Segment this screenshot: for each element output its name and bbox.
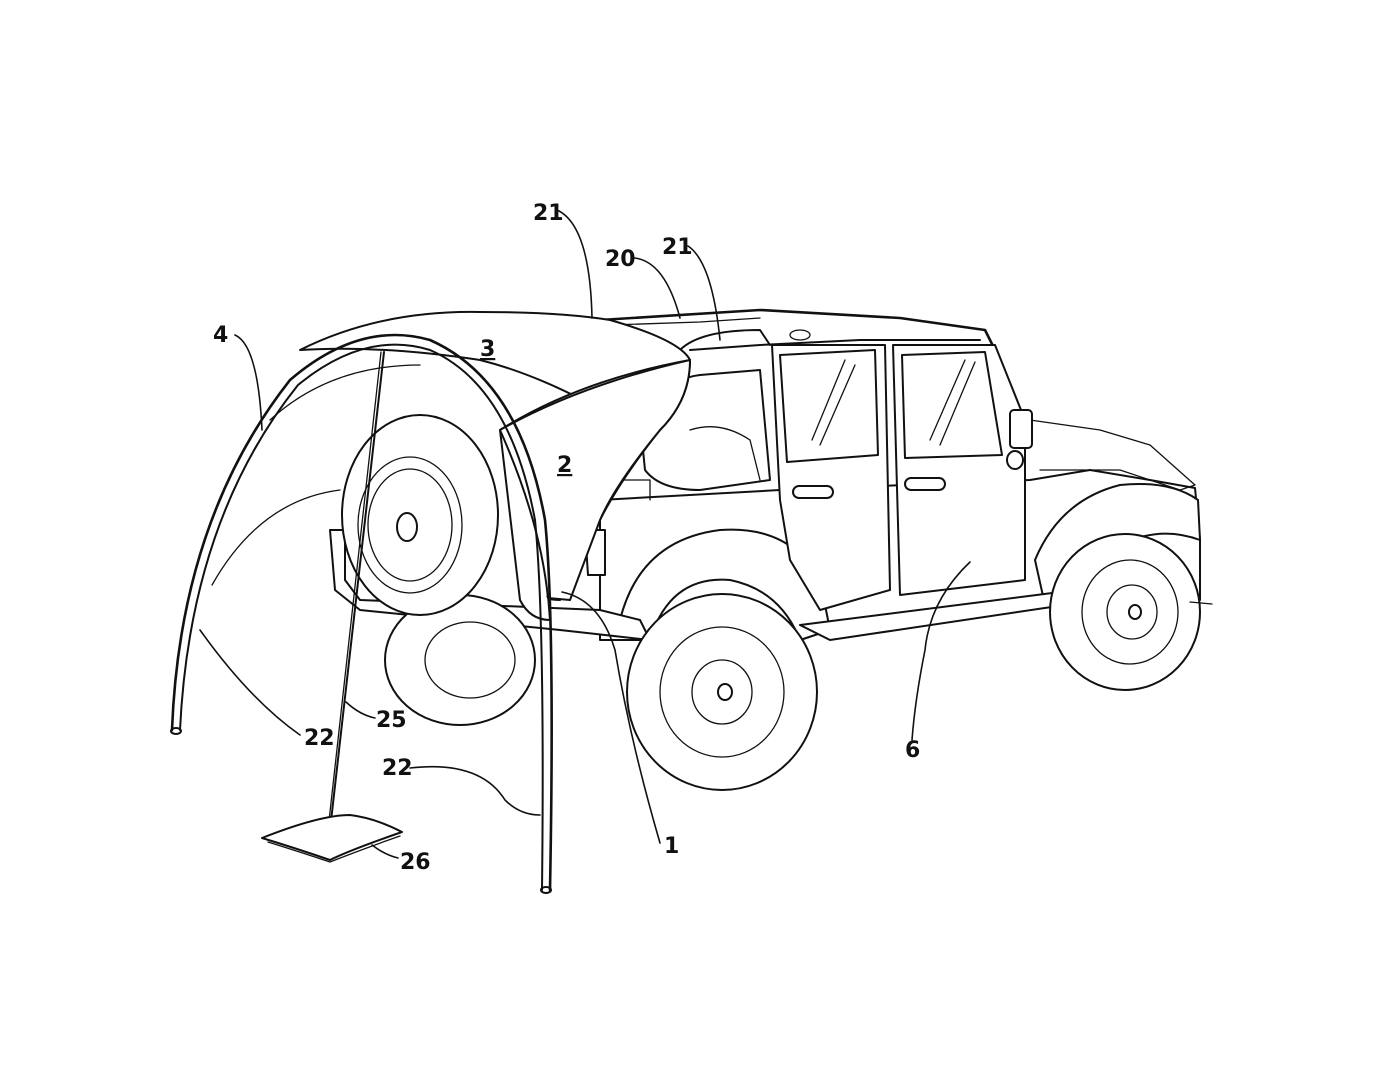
ref-label-20: 20 — [605, 247, 636, 272]
front-bumper-tip — [1189, 601, 1213, 605]
arch-pole-outer[interactable] — [170, 333, 553, 892]
ref-label-3: 3 — [480, 337, 495, 362]
awning-left-sheet-edge — [211, 489, 341, 586]
front-window-glare — [929, 359, 966, 441]
spare-tire-rim-inner — [367, 468, 453, 582]
leader-21b — [687, 245, 721, 341]
seat-detail — [689, 426, 761, 481]
mirror-mount — [1006, 450, 1024, 470]
leader-4 — [234, 334, 263, 431]
ref-label-4: 4 — [213, 323, 228, 348]
ref-label-2: 2 — [557, 453, 572, 478]
ref-label-22b: 22 — [382, 756, 413, 781]
vehicle — [329, 308, 1213, 791]
leader-6 — [911, 561, 971, 741]
awning-left-sheet-top — [269, 364, 421, 421]
cage-bolt — [789, 329, 811, 341]
sand-bag[interactable] — [261, 814, 403, 861]
ref-label-21a: 21 — [533, 201, 564, 226]
rear-door-handle[interactable] — [792, 485, 834, 499]
leader-21a — [556, 209, 593, 319]
ref-label-21b: 21 — [662, 235, 693, 260]
leader-22a — [199, 629, 301, 736]
ref-label-22a: 22 — [304, 726, 335, 751]
ref-label-1: 1 — [664, 834, 679, 859]
leader-26 — [371, 844, 399, 859]
spare-tire-rim — [357, 456, 463, 594]
ref-label-25: 25 — [376, 708, 407, 733]
leader-lines — [199, 209, 971, 859]
ref-label-6: 6 — [905, 738, 920, 763]
rear-window-glare-2 — [819, 364, 856, 446]
ref-label-26: 26 — [400, 850, 431, 875]
awning — [170, 310, 691, 894]
rear-rim — [424, 621, 516, 699]
leader-20 — [634, 257, 681, 319]
guy-line-shadow — [327, 351, 382, 831]
front-window-glare-2 — [939, 361, 976, 446]
cage-detail — [609, 317, 761, 326]
near-rear-hub-center — [717, 683, 733, 701]
sand-bag-seam — [267, 835, 401, 863]
reference-numerals: 4 21 20 21 3 2 22 25 22 26 1 6 — [213, 201, 920, 875]
front-hub-center — [1128, 604, 1142, 620]
near-rear-hub — [691, 659, 753, 725]
seat-detail-2 — [619, 479, 651, 501]
leader-25 — [345, 701, 376, 719]
rear-door-window — [779, 349, 879, 463]
vehicle-hood — [1029, 419, 1196, 491]
roll-bar-rear — [679, 329, 771, 351]
pole-foot-left — [170, 727, 182, 735]
near-rear-tire — [626, 593, 818, 791]
roll-bar — [689, 339, 981, 351]
near-rear-rim — [659, 626, 785, 758]
side-mirror — [1009, 409, 1033, 449]
front-door-window — [901, 351, 1003, 459]
leader-1 — [561, 591, 661, 844]
pole-foot-right — [540, 886, 552, 894]
rear-window-glare — [811, 359, 846, 441]
front-rim — [1081, 559, 1179, 665]
arch-pole-inner[interactable] — [179, 343, 544, 891]
front-door-handle[interactable] — [904, 477, 946, 491]
front-hub — [1106, 584, 1158, 640]
guy-line[interactable] — [329, 351, 385, 831]
leader-22b — [409, 765, 541, 816]
spare-tire-hub — [396, 512, 418, 542]
